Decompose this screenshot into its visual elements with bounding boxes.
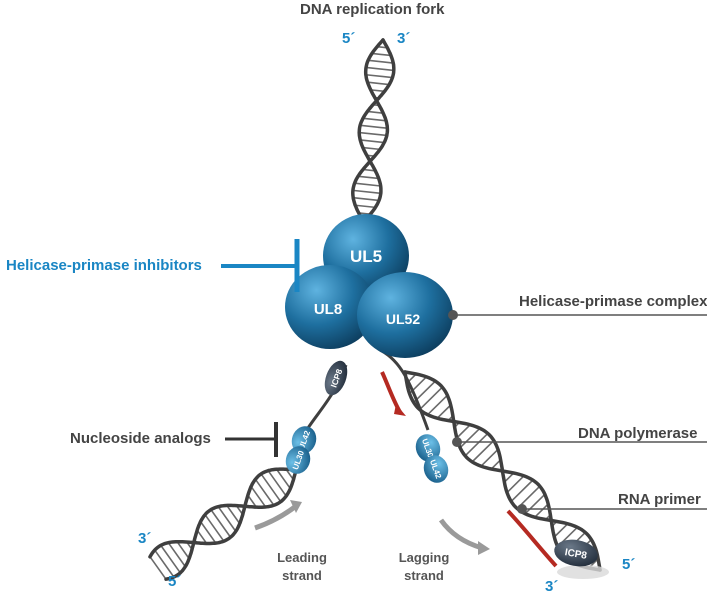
ul30-right-protein <box>415 434 441 462</box>
lagging-single-strand <box>379 348 430 431</box>
base-pair-rung <box>352 189 381 195</box>
leading-direction-arrow <box>254 504 298 531</box>
end-label-bottom-right-upper: 5´ <box>622 556 636 573</box>
base-pair-rung <box>368 59 394 64</box>
base-pair-rung <box>362 146 381 151</box>
backbone-strand-a <box>351 38 390 231</box>
lagging-arrowhead <box>478 541 490 555</box>
leading-arrowhead <box>290 500 302 513</box>
backbone-strand-b <box>356 38 396 230</box>
base-pair-rung <box>427 394 448 416</box>
base-pair-rung <box>210 509 232 538</box>
leading-strand-helix <box>148 467 298 581</box>
base-pair-rung <box>503 472 515 483</box>
base-pair-rung <box>490 459 502 470</box>
base-pair-rung <box>260 473 282 503</box>
leading-caption-line1: Leading <box>277 550 327 565</box>
lagging-strand-caption: Lagging strand <box>392 549 456 585</box>
lagging-caption-line2: strand <box>404 568 444 583</box>
base-pair-rung <box>371 52 392 57</box>
base-pair-rung <box>176 541 190 560</box>
base-pair-rung <box>167 542 186 568</box>
base-pair-rung <box>354 182 381 187</box>
end-label-bottom-left-lower: 5´ <box>168 573 182 590</box>
lagging-direction-arrow <box>438 518 483 551</box>
base-pair-rung <box>360 124 388 130</box>
base-pair-rung <box>204 514 225 542</box>
dna-polymerase-label: DNA polymerase <box>578 425 698 442</box>
end-label-bottom-left-upper: 3´ <box>138 530 152 547</box>
base-pair-rung <box>217 506 237 532</box>
lagging-caption-line1: Lagging <box>398 550 450 565</box>
end-label-bottom-right-lower: 3´ <box>545 578 559 595</box>
ul5-label: UL5 <box>350 247 382 266</box>
base-pair-rung <box>370 89 385 93</box>
base-pair-rung <box>154 549 175 578</box>
icp8-bottom-protein: ICP8 <box>554 539 598 567</box>
base-pair-rung <box>196 529 208 544</box>
end-label-top-right: 3´ <box>397 30 411 47</box>
base-pair-rung <box>226 505 241 525</box>
helicase-primase-complex-label: Helicase-primase complex <box>519 293 707 310</box>
base-pair-rung <box>254 478 275 506</box>
ul52-label: UL52 <box>386 311 420 327</box>
ul8-label: UL8 <box>314 301 342 318</box>
base-pair-rung <box>267 470 287 497</box>
leading-caption-line2: strand <box>282 568 322 583</box>
base-pair-rung <box>250 486 267 508</box>
ul52-protein <box>357 272 453 358</box>
ul42-right-protein <box>423 455 449 483</box>
parental-dna-helix <box>351 38 396 231</box>
base-pair-rung <box>524 493 546 515</box>
diagram-title: DNA replication fork <box>300 1 445 18</box>
nucleoside-analogs-label: Nucleoside analogs <box>70 430 211 447</box>
lagging-polymerase: UL30 UL42 <box>415 434 449 483</box>
rna-primer-upper-arrow <box>394 404 406 416</box>
ul8-protein <box>285 265 375 349</box>
leading-polymerase: UL42 UL30 <box>285 426 317 474</box>
base-pair-rung <box>534 503 549 518</box>
backbone-strand-b <box>164 468 298 581</box>
base-pair-rung <box>553 523 569 538</box>
base-pair-rung <box>480 448 499 467</box>
base-pair-rung <box>360 139 385 144</box>
base-pair-rung <box>199 521 217 544</box>
base-pair-rung <box>355 204 376 209</box>
icp8-top-protein: ICP8 <box>324 360 348 396</box>
rna-primer-label: RNA primer <box>618 491 701 508</box>
base-pair-rung <box>357 175 379 180</box>
base-pair-rung <box>359 131 387 137</box>
base-pair-rung <box>149 556 167 580</box>
base-pair-rung <box>464 432 489 457</box>
base-pair-rung <box>353 196 380 202</box>
base-pair-rung <box>275 468 291 490</box>
base-pair-rung <box>506 475 525 494</box>
base-pair-rung <box>436 404 452 419</box>
base-pair-rung <box>459 427 481 449</box>
base-pair-rung <box>362 117 387 122</box>
base-pair-rung <box>365 66 394 72</box>
base-pair-rung <box>160 544 181 574</box>
helicase-primase-inhibitors-label: Helicase-primase inhibitors <box>6 257 202 274</box>
base-pair-rung <box>419 386 443 411</box>
leading-strand-caption: Leading strand <box>270 549 334 585</box>
base-pair-rung <box>365 73 393 79</box>
icp8-shadow <box>557 565 609 579</box>
icp8-bottom-label: ICP8 <box>564 547 588 562</box>
helicase-primase-complex: UL5 UL8 UL52 <box>285 214 453 358</box>
base-pair-rung <box>510 479 534 503</box>
ul30-left-protein <box>285 446 311 474</box>
base-pair-rung <box>247 494 257 508</box>
backbone-strand-a <box>148 467 298 559</box>
base-pair-rung <box>456 424 471 439</box>
base-pair-rung <box>471 439 495 463</box>
base-pair-rung <box>367 110 384 114</box>
end-label-top-left: 5´ <box>342 30 356 47</box>
rna-primer-lower <box>506 509 558 568</box>
base-pair-rung <box>367 81 390 86</box>
